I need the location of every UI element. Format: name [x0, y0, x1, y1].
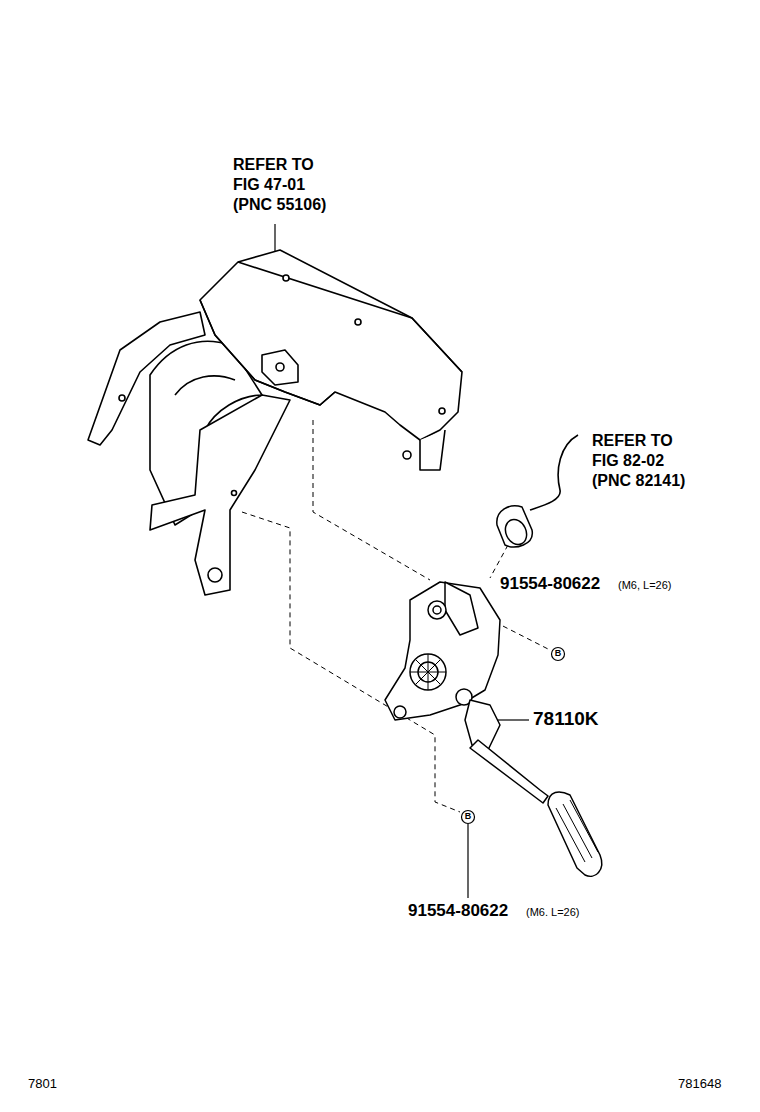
reference-note: REFER TO: [233, 156, 314, 174]
reference-note: (PNC 55106): [233, 196, 326, 214]
reference-note: (PNC 82141): [592, 472, 685, 490]
bolt-number: 91554-80622: [500, 575, 600, 594]
bolt-size: (M6, L=26): [618, 579, 672, 591]
figure-code: 781648: [678, 1077, 721, 1091]
figure-code: 7801: [28, 1077, 57, 1091]
bracket-beam: [200, 250, 462, 440]
bolt-size: (M6. L=26): [526, 906, 580, 918]
bracket-tab: [150, 395, 290, 595]
bolt-number: 91554-80622: [408, 902, 508, 921]
reference-note: REFER TO: [592, 432, 673, 450]
part-number: 78110K: [533, 709, 599, 730]
reference-note: FIG 47-01: [233, 176, 305, 194]
reference-note: FIG 82-02: [592, 452, 664, 470]
circle-mark: B: [465, 812, 472, 822]
circle-mark: B: [555, 649, 562, 659]
